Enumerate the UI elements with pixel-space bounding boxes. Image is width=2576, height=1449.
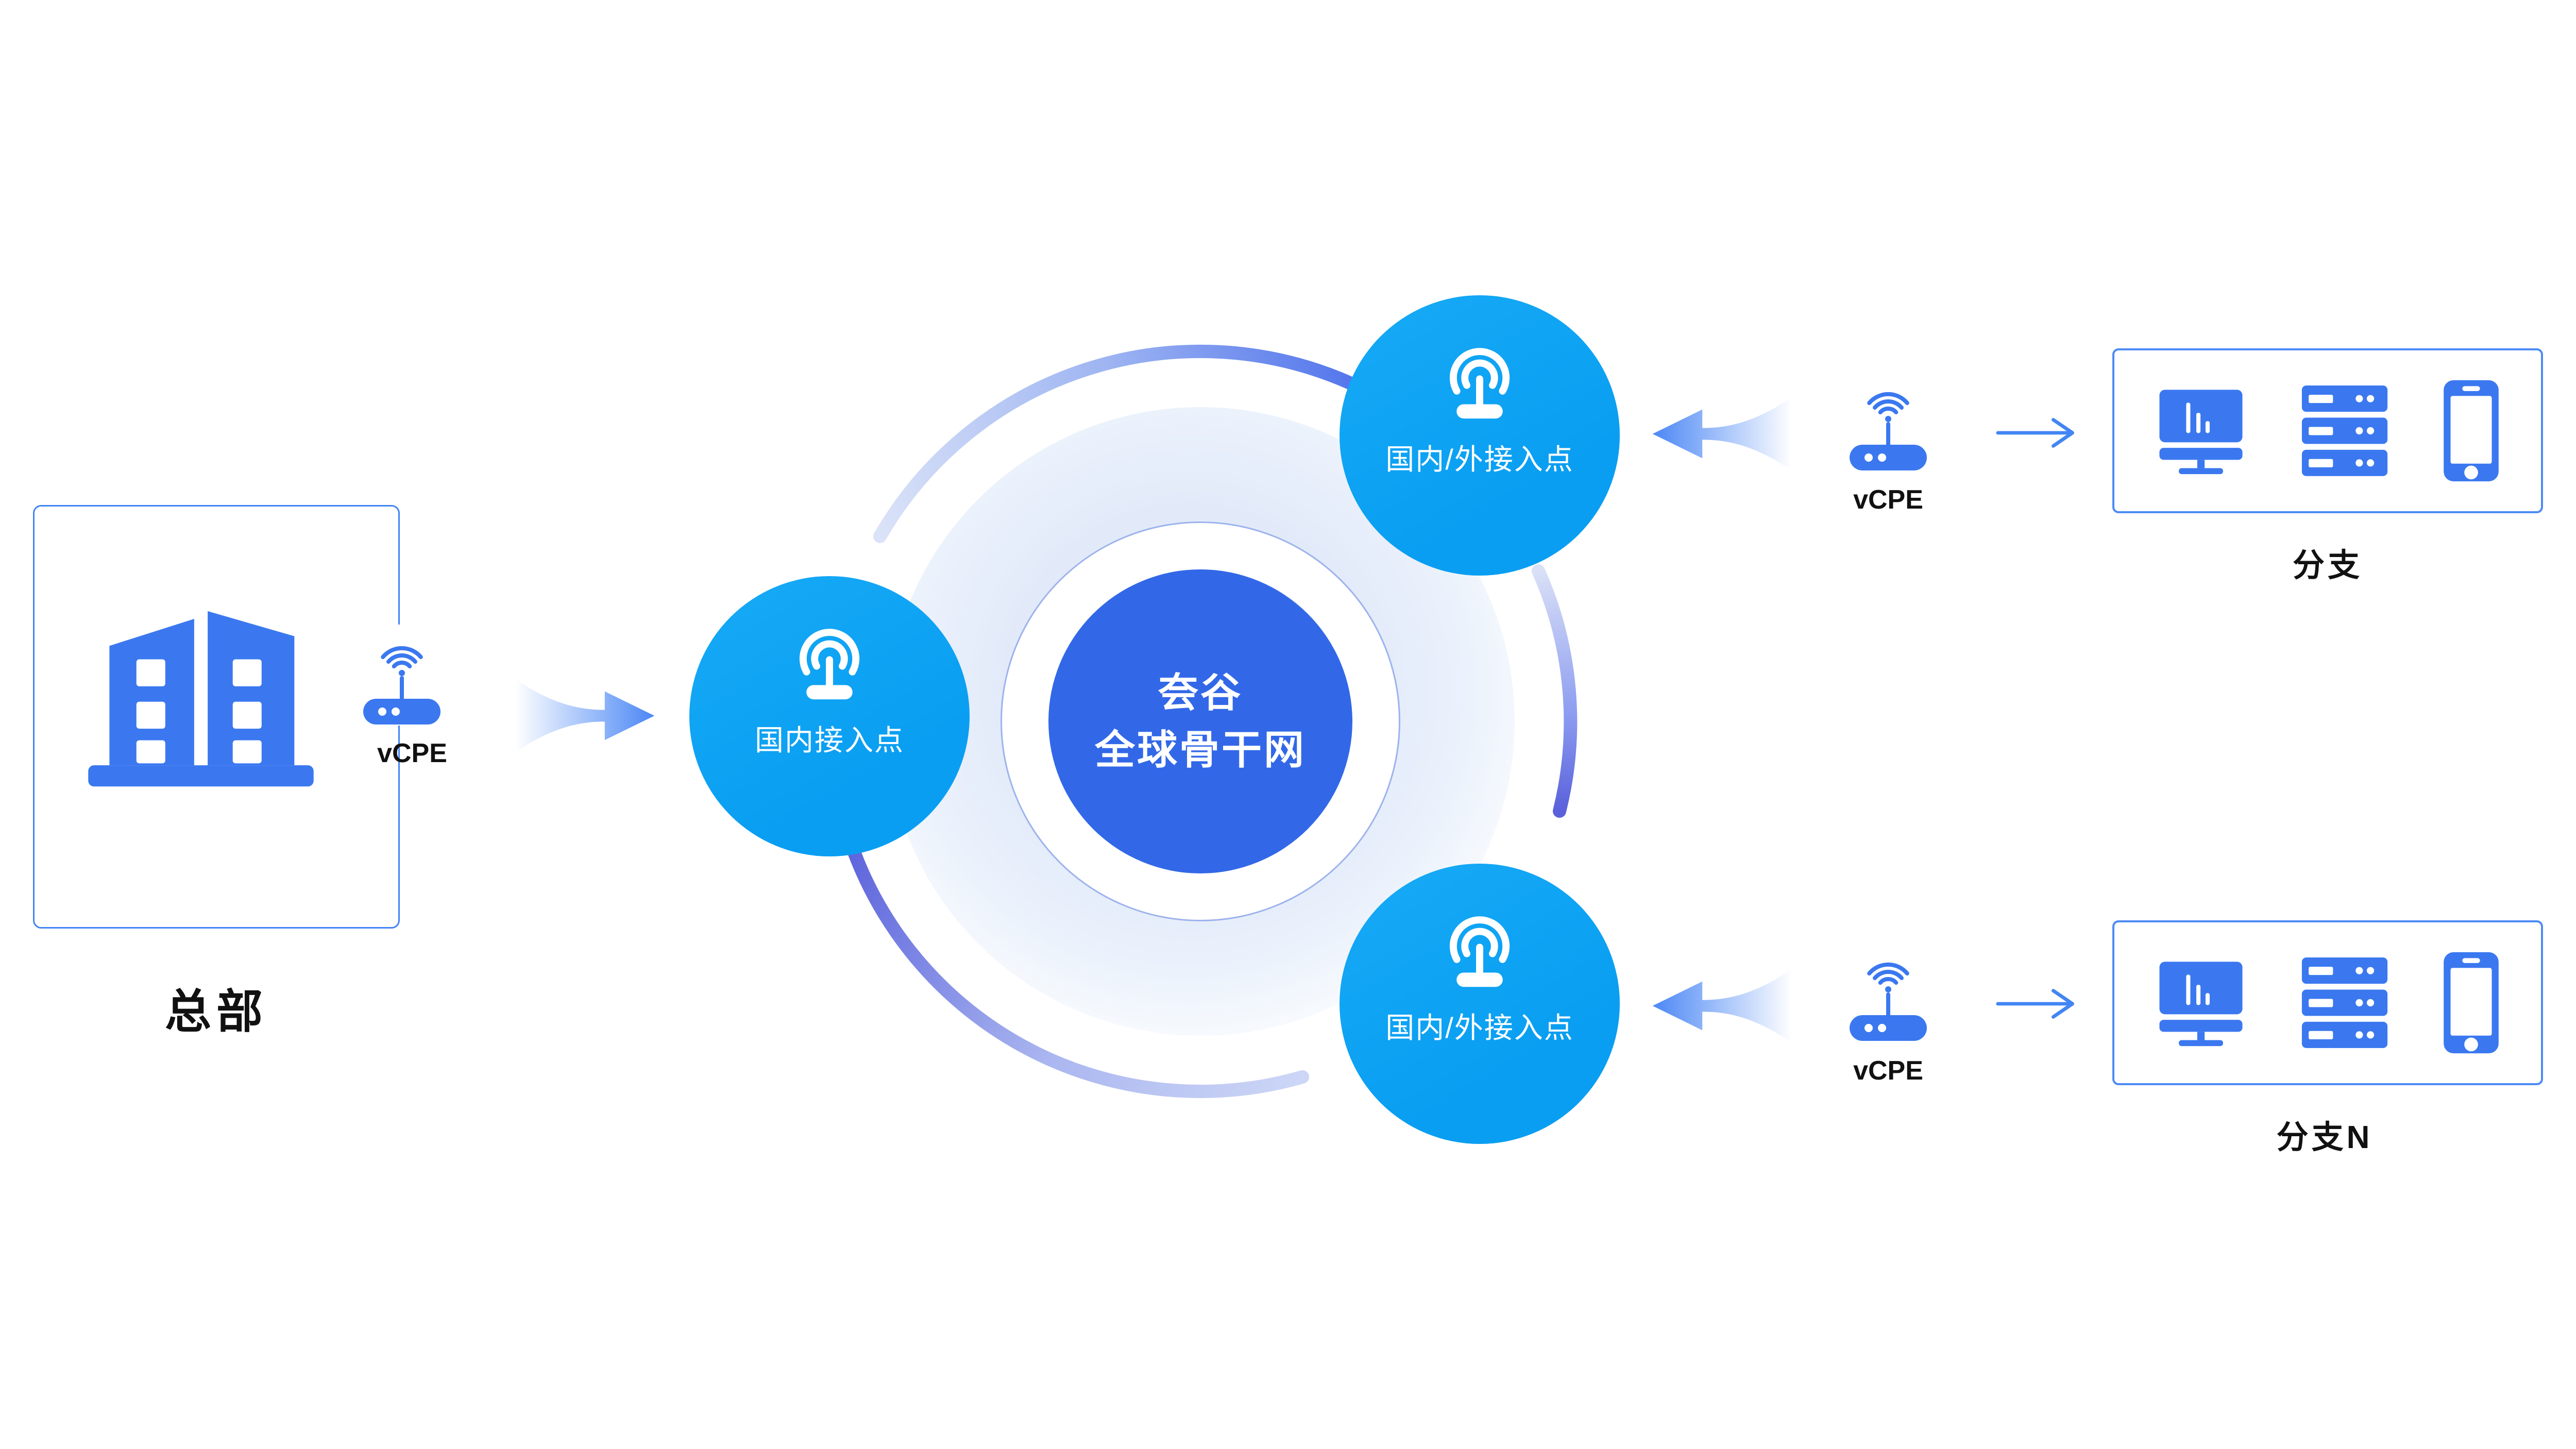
building-icon <box>88 611 314 787</box>
branch-top-label: 分支 <box>2292 548 2363 583</box>
branch-top-vcpe-label: vCPE <box>1853 485 1923 515</box>
server-icon <box>2301 385 2387 476</box>
branch-bottom-vcpe-label: vCPE <box>1853 1056 1923 1086</box>
broadcast-tower-icon <box>1449 348 1510 419</box>
branch-top-box <box>2112 348 2543 513</box>
swoosh-arrow-left-icon <box>1652 397 1792 471</box>
swoosh-arrow-right-icon <box>515 679 655 753</box>
broadcast-tower-icon <box>799 629 860 700</box>
hq-vcpe-label: vCPE <box>377 738 447 768</box>
wifi-router-icon <box>363 646 440 724</box>
core-name: 全球骨干网 <box>1094 727 1306 772</box>
pop-intl-top-label: 国内/外接入点 <box>1385 443 1574 476</box>
pop-domestic-label: 国内接入点 <box>755 724 904 756</box>
branch-bottom-label: 分支N <box>2276 1120 2373 1155</box>
pop-node-intl-bottom: 国内/外接入点 <box>1340 864 1620 1144</box>
arc-bottom <box>840 823 1309 1098</box>
monitor-icon <box>2159 390 2243 475</box>
smartphone-icon <box>2444 952 2499 1054</box>
broadcast-tower-icon <box>1449 916 1510 987</box>
arc-right <box>1532 564 1578 818</box>
server-icon <box>2301 957 2387 1048</box>
core-network-node: 夽谷 全球骨干网 <box>1048 569 1352 873</box>
core-brand: 夽谷 <box>1158 670 1243 716</box>
wifi-router-icon <box>1850 962 1927 1041</box>
branch-bottom-box <box>2112 920 2543 1085</box>
smartphone-icon <box>2444 380 2499 482</box>
arc-top <box>873 344 1358 543</box>
wifi-router-icon <box>1850 392 1927 470</box>
pop-node-domestic: 国内接入点 <box>689 576 970 856</box>
pop-intl-bottom-label: 国内/外接入点 <box>1385 1012 1574 1044</box>
thin-arrow-icon <box>1996 418 2074 448</box>
headquarters-label: 总部 <box>165 986 268 1038</box>
pop-node-intl-top: 国内/外接入点 <box>1340 295 1620 576</box>
swoosh-arrow-left-icon <box>1652 969 1792 1043</box>
monitor-icon <box>2159 962 2243 1047</box>
thin-arrow-icon <box>1996 989 2074 1019</box>
